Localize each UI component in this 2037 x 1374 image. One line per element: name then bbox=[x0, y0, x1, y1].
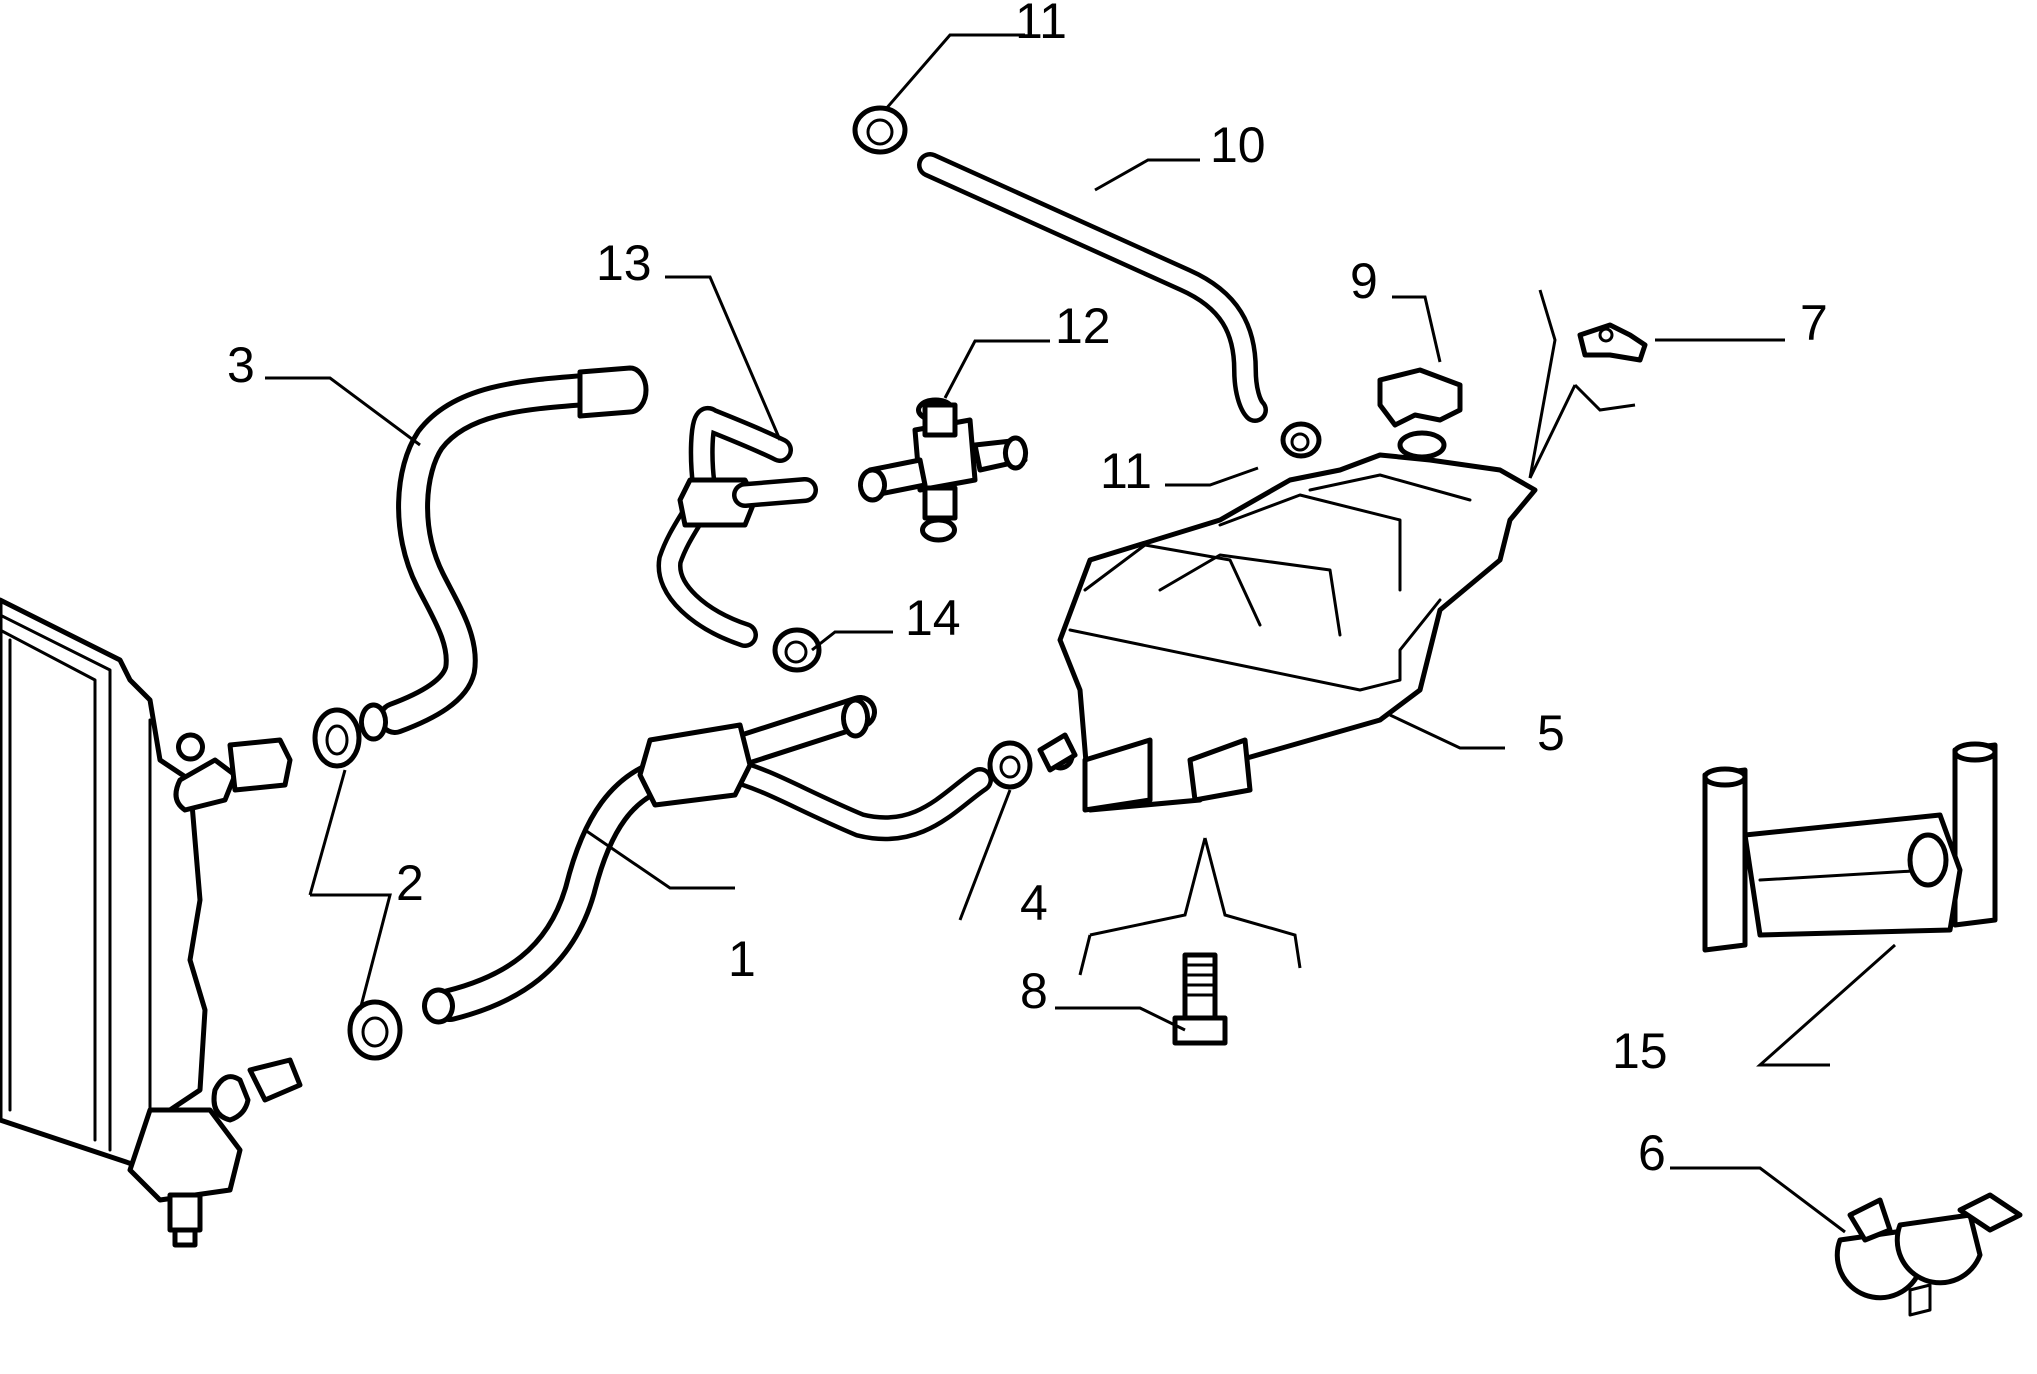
callout-12: 12 bbox=[1055, 298, 1111, 354]
hose-1 bbox=[422, 695, 993, 1025]
bracket-15 bbox=[1702, 741, 1998, 953]
leader-lines bbox=[265, 33, 1896, 1234]
callout-3: 3 bbox=[227, 337, 255, 393]
radiator bbox=[0, 597, 303, 1248]
callout-4: 4 bbox=[1020, 875, 1048, 931]
clamp-14 bbox=[772, 627, 822, 673]
hose-3 bbox=[359, 365, 649, 742]
callout-6: 6 bbox=[1638, 1125, 1666, 1181]
clamp-4 bbox=[987, 740, 1033, 790]
callout-labels: 1 2 3 4 5 6 7 8 9 10 11 11 12 13 14 15 bbox=[227, 0, 1828, 1181]
callout-11-top: 11 bbox=[1015, 0, 1067, 49]
callout-10: 10 bbox=[1210, 117, 1266, 173]
cap-9 bbox=[1377, 367, 1463, 428]
hose-10 bbox=[917, 152, 1268, 423]
callout-1: 1 bbox=[728, 931, 756, 987]
callout-15: 15 bbox=[1612, 1023, 1668, 1079]
clamp-11-top bbox=[852, 105, 908, 155]
clamp-11-mid bbox=[1280, 421, 1322, 459]
connector-12 bbox=[858, 397, 1028, 543]
callout-14: 14 bbox=[905, 590, 961, 646]
callout-9: 9 bbox=[1350, 253, 1378, 309]
clip-6 bbox=[1834, 1192, 2023, 1317]
clamp-2-upper bbox=[312, 707, 362, 769]
clamp-2-lower bbox=[347, 999, 403, 1061]
hose-13 bbox=[656, 405, 818, 648]
sensor-7 bbox=[1577, 322, 1648, 363]
callout-5: 5 bbox=[1537, 705, 1565, 761]
callout-11-mid: 11 bbox=[1100, 443, 1152, 499]
callout-8: 8 bbox=[1020, 963, 1048, 1019]
expansion-tank-5 bbox=[1037, 430, 1538, 813]
callout-2: 2 bbox=[396, 855, 424, 911]
callout-13: 13 bbox=[596, 235, 652, 291]
bolt-8 bbox=[1172, 952, 1228, 1046]
callout-7: 7 bbox=[1800, 295, 1828, 351]
